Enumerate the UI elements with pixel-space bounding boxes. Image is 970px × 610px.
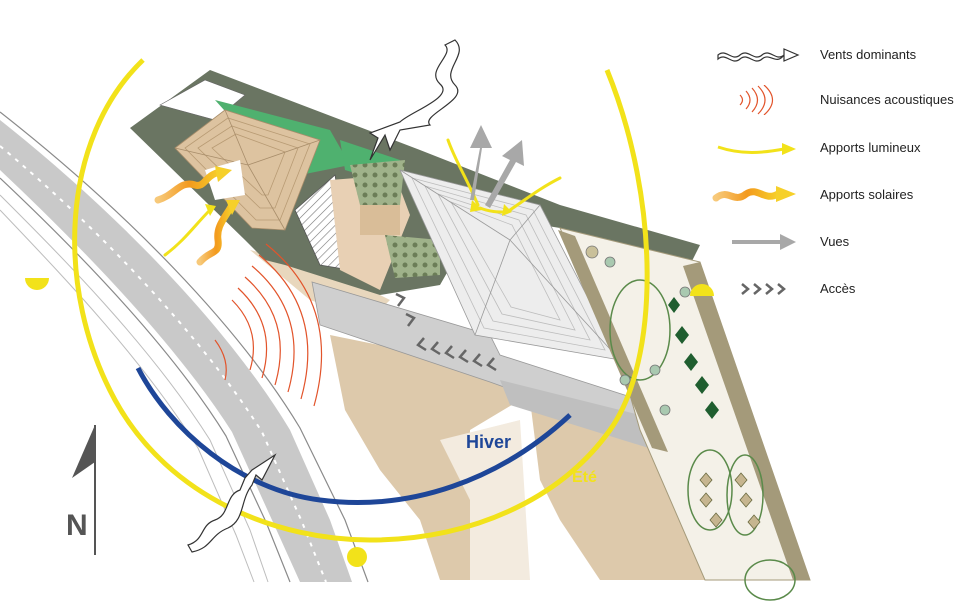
legend-item-wind: Vents dominants (712, 40, 962, 70)
roof-right (399, 169, 621, 361)
legend-label-access: Accès (820, 281, 856, 296)
noise-waves (214, 243, 323, 407)
park-strip (558, 227, 811, 601)
legend-label-wind: Vents dominants (820, 47, 917, 62)
view-arrow-icon (732, 234, 796, 250)
light-arrow-icon (717, 143, 796, 155)
light-arrows (163, 138, 562, 257)
view-arrows (470, 125, 524, 208)
legend-item-views: Vues (712, 227, 962, 257)
legend-label-solar: Apports solaires (820, 187, 914, 202)
winter-label: Hiver (466, 432, 511, 452)
sound-waves-icon (739, 85, 774, 115)
summer-label: Eté (572, 469, 597, 486)
winter-sun-path (135, 366, 572, 505)
north-label: N (66, 509, 88, 542)
legend-label-noise: Nuisances acoustiques (820, 92, 954, 107)
solar-arrow-icon (712, 186, 796, 202)
sunrise-half-sun-icon (25, 278, 49, 290)
summer-sun-icon (347, 547, 367, 567)
legend-item-light: Apports lumineux (712, 133, 962, 163)
summer-sun-path (25, 58, 650, 567)
north-arrow: N (66, 425, 96, 555)
legend-item-access: Accès (712, 274, 962, 304)
wind-arrow-icon (717, 48, 800, 62)
sunset-half-sun-icon (690, 284, 714, 296)
legend-label-views: Vues (820, 234, 850, 249)
interior-spaces (294, 160, 440, 290)
wind-arrows (187, 39, 460, 553)
light-arrowheads (205, 200, 512, 216)
legend-label-light: Apports lumineux (820, 140, 921, 155)
solar-arrows (154, 166, 240, 266)
legend-item-solar: Apports solaires (712, 180, 962, 210)
legend-item-noise: Nuisances acoustiques (712, 85, 962, 115)
access-chevrons-icon (741, 283, 786, 295)
access-chevrons (395, 292, 497, 372)
